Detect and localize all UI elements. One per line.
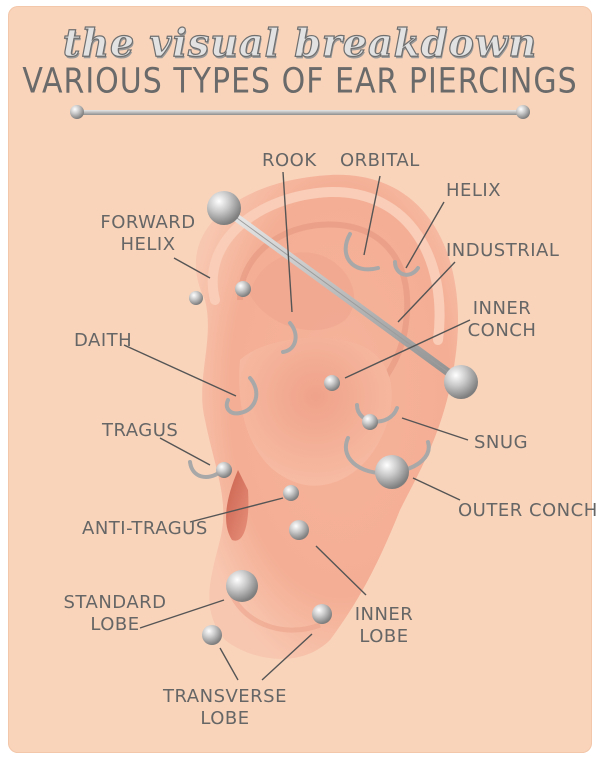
outer-conch-stud [375, 455, 409, 489]
anti-tragus-line [189, 497, 284, 523]
label-inner-conch-line2: CONCH [467, 320, 537, 341]
label-standard-lobe-line1: STANDARD [63, 592, 167, 613]
standard-lobe-stud [226, 570, 258, 602]
leader-lines [123, 171, 471, 681]
label-standard-lobe-line2: LOBE [90, 614, 140, 635]
label-inner-lobe: INNER LOBE [346, 604, 422, 648]
outer-conch-line [412, 477, 461, 501]
label-anti-tragus: ANTI-TRAGUS [82, 518, 208, 539]
daith-line [123, 344, 237, 397]
orbital-line [363, 175, 381, 256]
label-transverse-lobe-line1: TRANSVERSE [163, 686, 287, 707]
inner-lobe-stud [312, 604, 332, 624]
label-helix: HELIX [446, 180, 502, 201]
tragus-line [159, 437, 211, 466]
label-industrial: INDUSTRIAL [446, 240, 560, 261]
helix-ring [393, 260, 420, 277]
title-divider [70, 105, 530, 119]
label-inner-lobe-line2: LOBE [359, 626, 409, 647]
label-forward-helix-line2: HELIX [120, 234, 176, 255]
script-title: the visual breakdown [62, 19, 538, 65]
tragus-stud [216, 462, 232, 478]
daith-ring [224, 376, 259, 416]
inner-conch-line [344, 319, 471, 379]
transverse-lobe-stud [202, 625, 222, 645]
rook-line [282, 171, 293, 313]
industrial-barbell [207, 191, 478, 399]
label-inner-lobe-line1: INNER [354, 604, 414, 625]
inner-conch-stud [324, 375, 340, 391]
tragus-ring [188, 460, 222, 479]
inner-lobe-stud-top [289, 520, 309, 540]
label-transverse-lobe-line2: LOBE [200, 708, 250, 729]
inner-lobe-line [315, 545, 367, 596]
label-orbital: ORBITAL [340, 150, 420, 171]
label-standard-lobe: STANDARD LOBE [60, 592, 170, 636]
label-inner-conch-line1: INNER [472, 298, 532, 319]
anti-tragus-stud [283, 485, 299, 501]
label-tragus: TRAGUS [102, 420, 179, 441]
label-rook: ROOK [262, 150, 317, 171]
helix-line [405, 201, 445, 269]
snug-stud [362, 414, 378, 430]
industrial-line [397, 261, 456, 323]
label-outer-conch: OUTER CONCH [458, 500, 598, 521]
label-forward-helix: FORWARD HELIX [100, 212, 196, 256]
transverse-lobe-line-a [219, 647, 239, 681]
main-title: VARIOUS TYPES OF EAR PIERCINGS [22, 61, 578, 102]
ear-illustration [195, 174, 459, 659]
forward-helix-stud-a [189, 291, 203, 305]
forward-helix-line [173, 257, 211, 279]
label-inner-conch: INNER CONCH [462, 298, 542, 342]
label-snug: SNUG [474, 432, 529, 453]
transverse-lobe-line-b [261, 633, 313, 681]
rook-ring [281, 321, 298, 354]
snug-line [401, 417, 469, 441]
label-daith: DAITH [74, 330, 133, 351]
orbital-ring [343, 232, 380, 272]
label-transverse-lobe: TRANSVERSE LOBE [160, 686, 290, 730]
forward-helix-stud-b [235, 281, 251, 297]
standard-lobe-line [139, 599, 225, 629]
label-forward-helix-line1: FORWARD [100, 212, 196, 233]
